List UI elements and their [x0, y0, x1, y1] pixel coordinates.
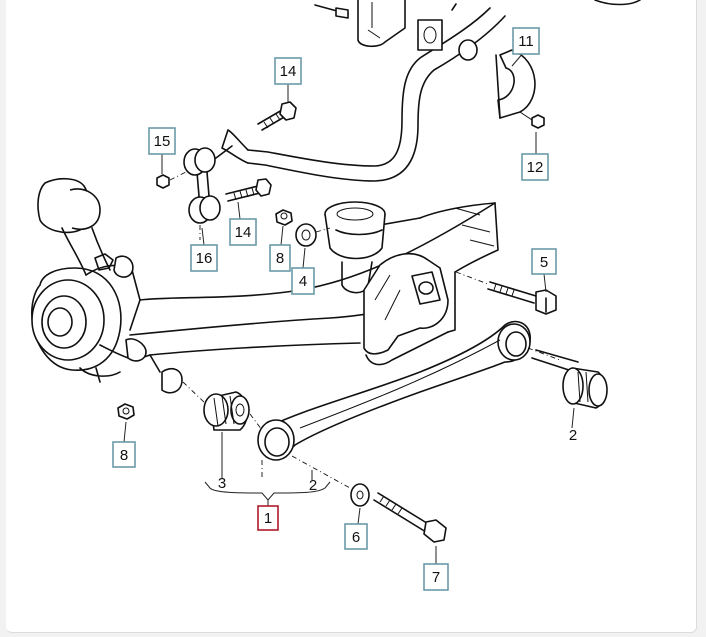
callout-label: 8	[120, 447, 128, 464]
callout-label: 1	[264, 510, 272, 527]
bolt-upper	[257, 101, 297, 131]
label-3: 3	[218, 475, 226, 492]
callout-label: 5	[540, 254, 548, 271]
callout-15[interactable]: 15	[148, 127, 176, 155]
callout-8-lower[interactable]: 8	[112, 441, 136, 468]
callout-label: 12	[527, 159, 544, 176]
callout-16[interactable]: 16	[190, 244, 218, 272]
callout-12[interactable]: 12	[521, 153, 549, 181]
stabilizer-bar	[221, 7, 506, 182]
callout-label: 16	[196, 250, 213, 267]
callout-label: 4	[299, 273, 307, 290]
label-2-lower: 2	[309, 477, 317, 494]
stabilizer-clamp	[458, 39, 545, 129]
bush-2-right	[527, 347, 608, 409]
callout-14-lower[interactable]: 14	[229, 218, 257, 246]
callout-1-selected[interactable]: 1	[257, 505, 279, 531]
callout-6[interactable]: 6	[344, 523, 368, 550]
nut-8-lower	[117, 403, 135, 420]
callout-label: 11	[518, 33, 534, 50]
coupling-link	[156, 145, 233, 224]
callout-11[interactable]: 11	[512, 27, 540, 55]
upper-mount-bracket	[314, 0, 641, 51]
washer-6	[350, 483, 370, 507]
callout-label: 14	[235, 224, 252, 241]
callout-7[interactable]: 7	[423, 563, 449, 591]
callout-label: 6	[352, 529, 360, 546]
callout-5[interactable]: 5	[531, 248, 557, 275]
bolt-7	[291, 455, 447, 543]
nut-8-upper	[275, 209, 293, 226]
spring-seat	[324, 201, 386, 306]
callout-14-upper[interactable]: 14	[274, 57, 302, 85]
bolt-5	[455, 271, 557, 315]
washer-4	[295, 223, 331, 247]
bush-3	[161, 367, 263, 431]
callout-label: 15	[154, 133, 171, 150]
leader-lines	[123, 51, 575, 564]
callout-label: 8	[276, 250, 284, 267]
callout-4[interactable]: 4	[291, 267, 315, 295]
callout-8-upper[interactable]: 8	[269, 244, 291, 272]
lower-link-arm	[257, 320, 531, 461]
bolt-lower	[225, 178, 272, 202]
callout-label: 14	[280, 63, 297, 80]
callout-label: 7	[432, 569, 440, 586]
subframe-bracket	[363, 252, 449, 366]
label-2-right: 2	[569, 427, 577, 444]
wheel-bearing-housing	[31, 177, 151, 383]
